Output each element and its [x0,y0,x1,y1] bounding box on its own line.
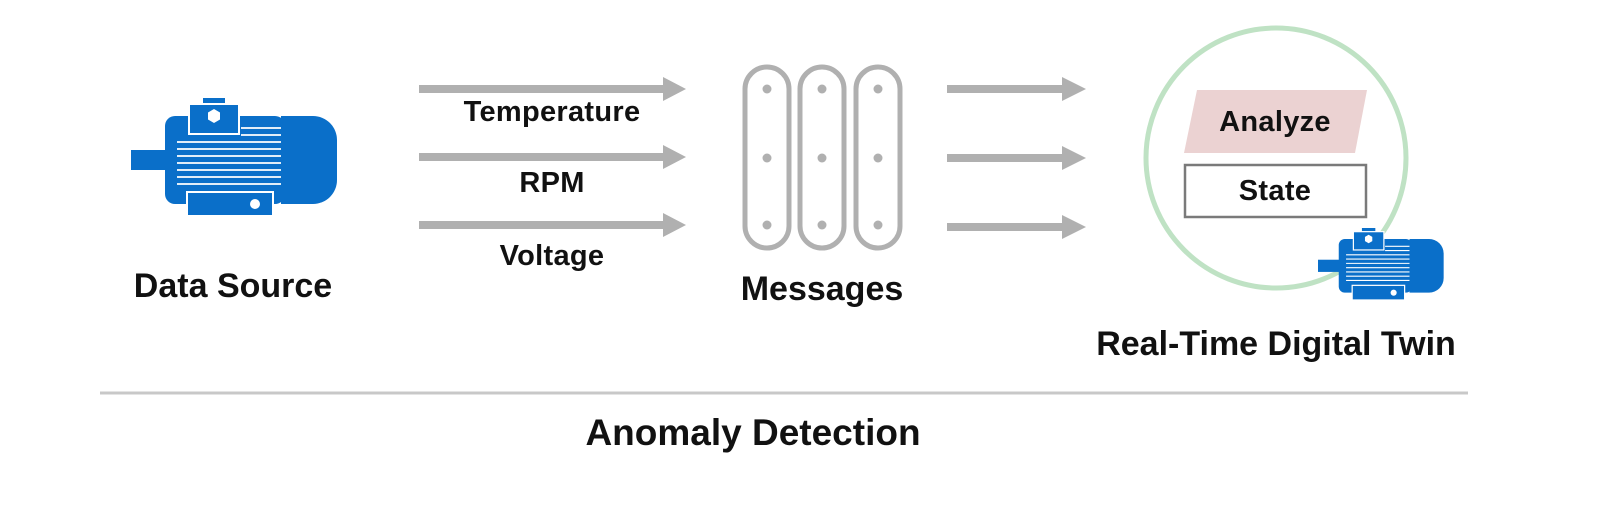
output-arrow [947,77,1086,101]
metric-label-temperature: Temperature [463,96,641,128]
messages-label: Messages [740,270,904,308]
digital-twin-label: Real-Time Digital Twin [1096,325,1456,363]
input-arrows [419,77,686,237]
metric-label-voltage: Voltage [499,240,605,272]
message-capsule [742,64,792,251]
arrow-voltage [419,213,686,237]
footer-title: Anomaly Detection [585,412,921,453]
data-source-label: Data Source [133,267,333,305]
message-capsule [797,64,847,251]
arrow-rpm [419,145,686,169]
state-label: State [1238,175,1312,207]
analyze-box [1184,90,1367,153]
state-box [1183,163,1368,219]
digital-twin-circle [1143,25,1409,291]
data-source-motor-icon [130,97,338,217]
output-arrow [947,215,1086,239]
message-queue-icon [742,64,903,251]
analyze-label: Analyze [1219,106,1331,138]
metric-label-rpm: RPM [519,167,585,199]
twin-motor-icon [1317,227,1445,301]
arrow-temperature [419,77,686,101]
message-capsule [853,64,903,251]
output-arrow [947,146,1086,170]
output-arrows [947,77,1086,239]
